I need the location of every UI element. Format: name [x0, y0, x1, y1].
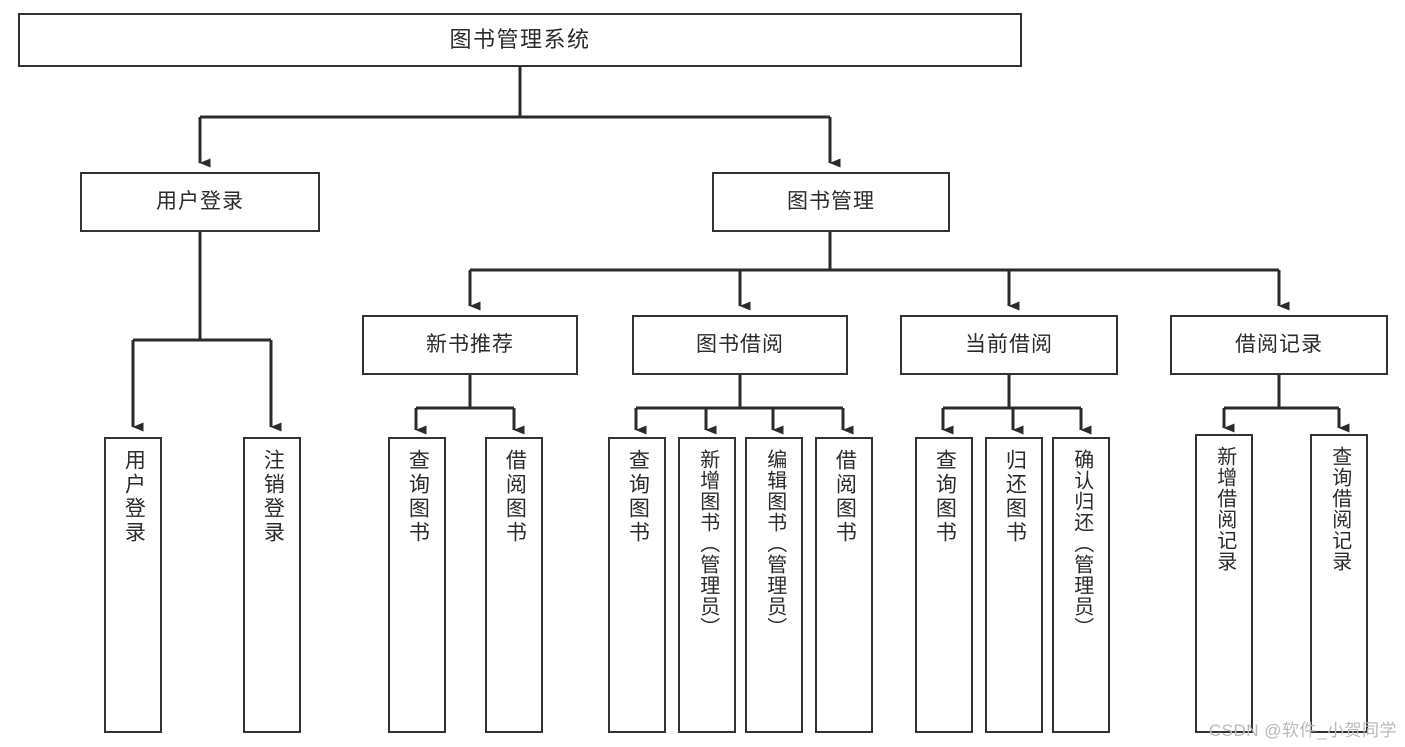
node-leaf-borrow-record-query-label: 查询借阅记录: [1328, 446, 1351, 572]
node-leaf-book-borrow-edit-label: 编辑图书（管理员）: [763, 449, 786, 638]
node-book-management-label: 图书管理: [787, 189, 875, 213]
node-user-login-label: 用户登录: [156, 189, 244, 213]
node-current-borrow[interactable]: 当前借阅: [900, 315, 1118, 375]
node-leaf-user-login-logout-label: 注销登录: [261, 449, 285, 545]
node-leaf-book-borrow-borrow-label: 借阅图书: [833, 449, 857, 545]
node-leaf-new-book-query[interactable]: 查询图书: [388, 437, 446, 733]
node-leaf-user-login-login[interactable]: 用户登录: [104, 437, 162, 733]
node-leaf-current-borrow-confirm[interactable]: 确认归还（管理员）: [1052, 437, 1110, 733]
node-new-book-recommend[interactable]: 新书推荐: [362, 315, 578, 375]
node-leaf-current-borrow-return[interactable]: 归还图书: [985, 437, 1043, 733]
node-book-management[interactable]: 图书管理: [712, 172, 950, 232]
node-leaf-new-book-borrow-label: 借阅图书: [503, 449, 527, 545]
node-leaf-current-borrow-query[interactable]: 查询图书: [915, 437, 973, 733]
node-leaf-current-borrow-return-label: 归还图书: [1003, 449, 1027, 545]
node-leaf-book-borrow-edit[interactable]: 编辑图书（管理员）: [745, 437, 803, 733]
node-root-system-label: 图书管理系统: [449, 26, 591, 52]
node-leaf-borrow-record-add-label: 新增借阅记录: [1213, 446, 1236, 572]
node-leaf-book-borrow-borrow[interactable]: 借阅图书: [815, 437, 873, 733]
node-leaf-new-book-borrow[interactable]: 借阅图书: [485, 437, 543, 733]
node-borrow-record[interactable]: 借阅记录: [1170, 315, 1388, 375]
csdn-watermark: CSDN @软件_小贺同学: [1208, 721, 1397, 740]
node-leaf-book-borrow-add-label: 新增图书（管理员）: [696, 449, 719, 638]
node-leaf-new-book-query-label: 查询图书: [406, 449, 430, 545]
node-borrow-record-label: 借阅记录: [1235, 332, 1323, 356]
node-leaf-user-login-logout[interactable]: 注销登录: [243, 437, 301, 733]
node-leaf-user-login-login-label: 用户登录: [122, 449, 146, 545]
node-book-borrow-label: 图书借阅: [696, 332, 784, 356]
node-leaf-book-borrow-query-label: 查询图书: [626, 449, 650, 545]
node-leaf-current-borrow-query-label: 查询图书: [933, 449, 957, 545]
node-leaf-borrow-record-query[interactable]: 查询借阅记录: [1310, 434, 1368, 733]
node-user-login[interactable]: 用户登录: [80, 172, 320, 232]
node-leaf-book-borrow-add[interactable]: 新增图书（管理员）: [678, 437, 736, 733]
node-leaf-borrow-record-add[interactable]: 新增借阅记录: [1195, 434, 1253, 733]
node-leaf-current-borrow-confirm-label: 确认归还（管理员）: [1070, 449, 1093, 638]
node-leaf-book-borrow-query[interactable]: 查询图书: [608, 437, 666, 733]
node-book-borrow[interactable]: 图书借阅: [632, 315, 848, 375]
node-current-borrow-label: 当前借阅: [965, 332, 1053, 356]
node-new-book-recommend-label: 新书推荐: [426, 332, 514, 356]
node-root-system[interactable]: 图书管理系统: [18, 13, 1022, 67]
